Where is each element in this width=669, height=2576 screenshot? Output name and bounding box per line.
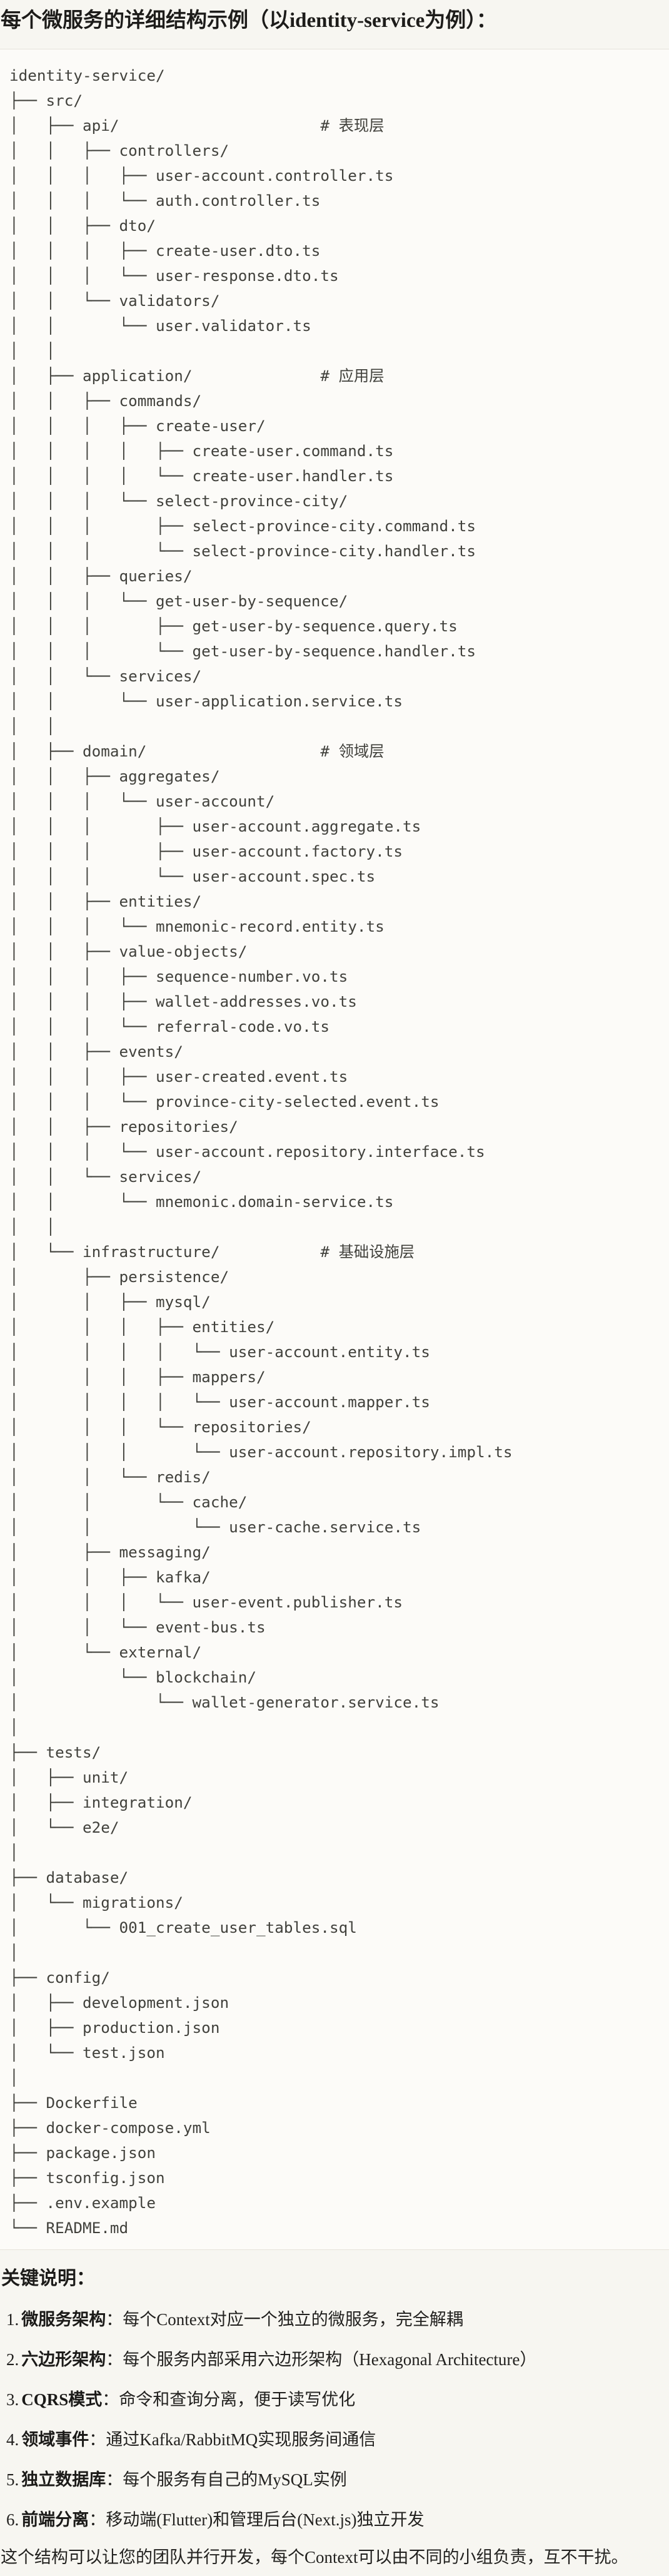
note-number: 3. — [6, 2390, 19, 2409]
note-text: ：每个Context对应一个独立的微服务，完全解耦 — [106, 2309, 463, 2329]
note-label: 六边形架构 — [21, 2349, 106, 2369]
code-block: identity-service/ ├── src/ │ ├── api/ # … — [0, 48, 669, 2250]
closing-paragraph: 这个结构可以让您的团队并行开发，每个Context可以由不同的小组负责，互不干扰… — [1, 2547, 628, 2567]
note-label: 微服务架构 — [21, 2309, 106, 2329]
note-text: ：每个服务内部采用六边形架构（Hexagonal Architecture） — [106, 2349, 537, 2369]
note-label: 领域事件 — [21, 2430, 89, 2449]
note-text: ：每个服务有自己的MySQL实例 — [106, 2470, 347, 2489]
note-text: ：通过Kafka/RabbitMQ实现服务间通信 — [89, 2430, 376, 2449]
note-number: 1. — [6, 2309, 19, 2329]
note-item-3: 3.CQRS模式：命令和查询分离，便于读写优化 — [0, 2389, 669, 2410]
note-item-1: 1.微服务架构：每个Context对应一个独立的微服务，完全解耦 — [0, 2309, 669, 2330]
note-item-4: 4.领域事件：通过Kafka/RabbitMQ实现服务间通信 — [0, 2429, 669, 2450]
page-title: 每个微服务的详细结构示例（以identity-service为例）： — [1, 9, 497, 32]
note-number: 5. — [6, 2470, 19, 2489]
note-number: 2. — [6, 2349, 19, 2369]
note-item-6: 6.前端分离：移动端(Flutter)和管理后台(Next.js)独立开发 — [0, 2509, 669, 2530]
note-label: CQRS模式 — [21, 2390, 103, 2409]
key-notes-section: 关键说明： 1.微服务架构：每个Context对应一个独立的微服务，完全解耦 2… — [0, 2268, 669, 2568]
note-label: 前端分离 — [21, 2510, 89, 2529]
note-text: ：命令和查询分离，便于读写优化 — [102, 2390, 356, 2409]
note-label: 独立数据库 — [21, 2470, 106, 2489]
note-item-5: 5.独立数据库：每个服务有自己的MySQL实例 — [0, 2469, 669, 2490]
note-number: 6. — [6, 2510, 19, 2529]
note-item-2: 2.六边形架构：每个服务内部采用六边形架构（Hexagonal Architec… — [0, 2349, 669, 2370]
notes-heading: 关键说明： — [1, 2268, 95, 2289]
directory-tree: identity-service/ ├── src/ │ ├── api/ # … — [9, 66, 513, 2237]
note-number: 4. — [6, 2430, 19, 2449]
note-text: ：移动端(Flutter)和管理后台(Next.js)独立开发 — [89, 2510, 425, 2529]
